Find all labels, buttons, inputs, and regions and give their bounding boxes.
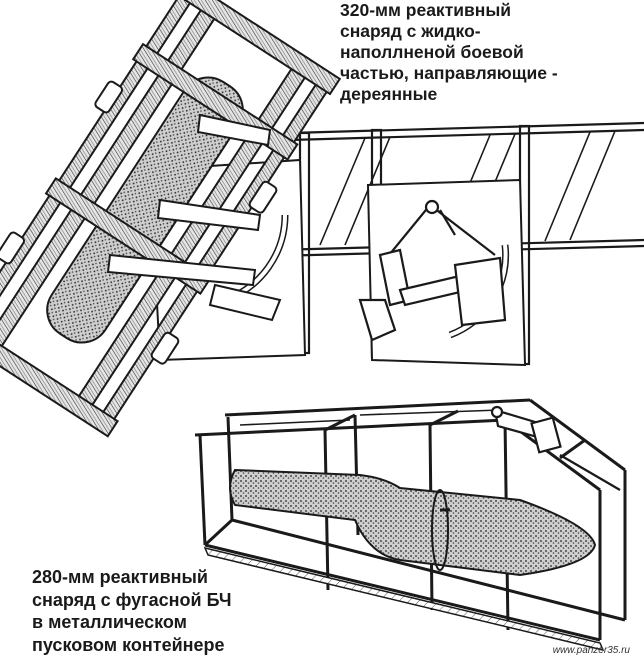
wooden-launch-frame [0, 0, 342, 438]
container-lever [490, 405, 621, 491]
container-base [203, 546, 605, 652]
caption-320mm-rocket: 320-мм реактивный снаряд с жидко- наполл… [340, 0, 558, 104]
watermark: www.panzer35.ru [552, 645, 630, 656]
launch-bracket [358, 199, 507, 342]
caption-280mm-rocket: 280-мм реактивный снаряд с фугасной БЧ в… [32, 567, 232, 655]
rocket-280mm [229, 468, 597, 577]
mount-arms [106, 113, 282, 322]
